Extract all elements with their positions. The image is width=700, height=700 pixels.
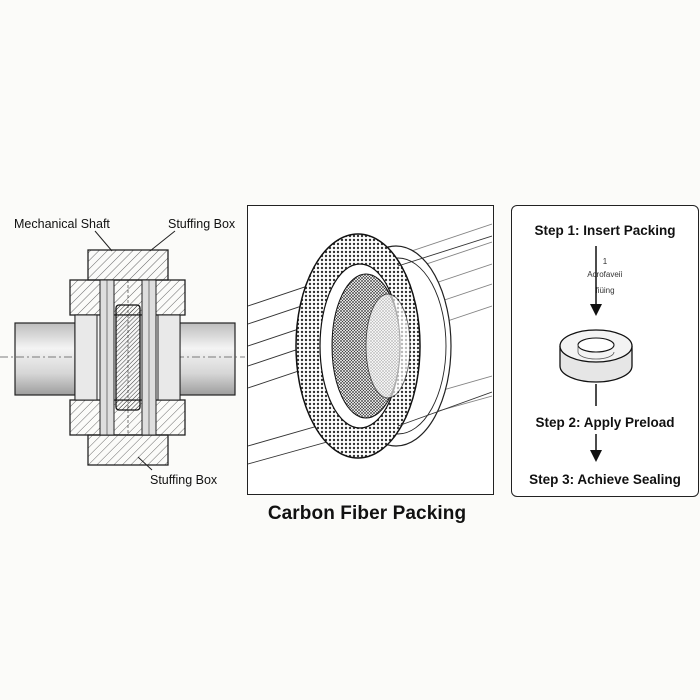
step-note-line-2: Acrofaveiì xyxy=(587,270,623,279)
step-2-label: Step 2: Apply Preload xyxy=(535,415,675,430)
stuffing-box-top xyxy=(87,249,169,281)
packing-illustration-svg xyxy=(248,214,493,465)
packing-ring-drawing xyxy=(295,233,421,459)
step-1-label: Step 1: Insert Packing xyxy=(534,223,676,238)
label-mechanical-shaft: Mechanical Shaft xyxy=(14,217,110,231)
label-stuffing-box-bottom: Stuffing Box xyxy=(150,473,218,487)
packing-ring-icon xyxy=(559,329,633,383)
steps-diagram-svg xyxy=(559,246,633,462)
arrow-down-icon-2 xyxy=(590,450,602,462)
step-note-line-1: 1 xyxy=(602,257,608,266)
center-caption: Carbon Fiber Packing xyxy=(267,503,467,524)
steps-panel: Step 1: Insert Packing 1 Acrofaveiì fiüi… xyxy=(511,205,699,497)
shaft-right xyxy=(174,322,236,396)
cross-section-svg xyxy=(0,230,245,471)
step-note-line-3: fiüing xyxy=(595,286,615,295)
packing-illustration-panel xyxy=(247,205,494,495)
label-stuffing-box-top: Stuffing Box xyxy=(168,217,236,231)
shaft-left xyxy=(14,322,76,396)
arrow-down-icon xyxy=(590,304,602,316)
step-3-label: Step 3: Achieve Sealing xyxy=(529,472,681,487)
stuffing-box-bottom xyxy=(87,434,169,466)
cross-section-diagram: Mechanical Shaft Stuffing Box Stuffing B… xyxy=(0,205,245,495)
